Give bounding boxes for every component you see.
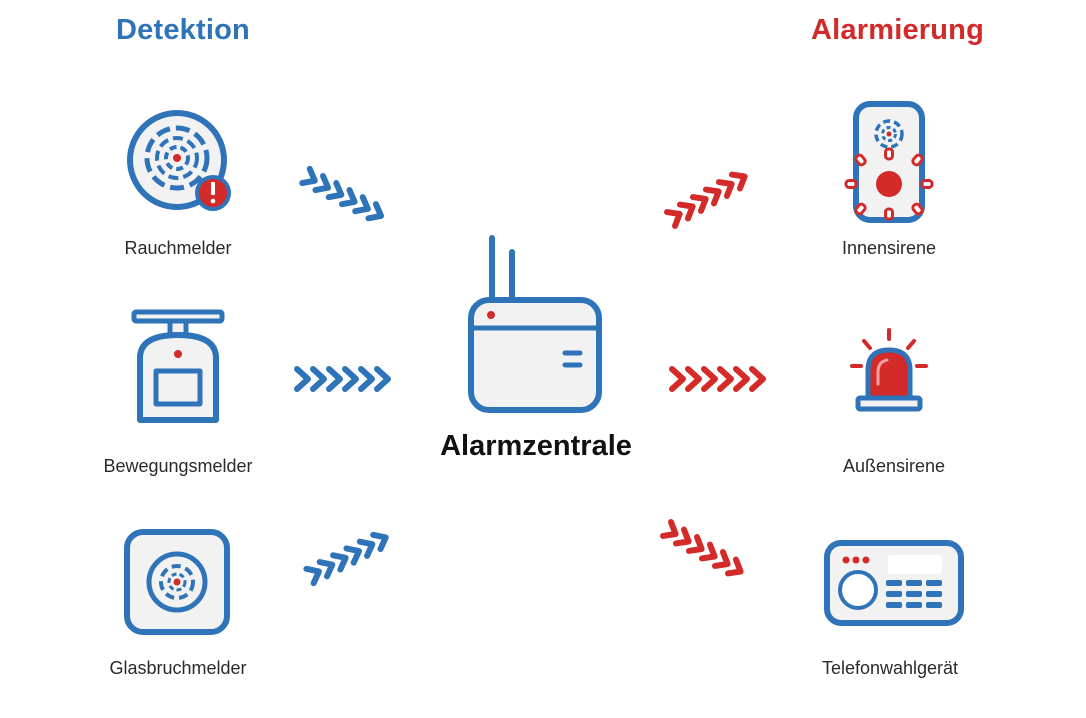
detector-label-smoke: Rauchmelder [124,238,232,258]
smoke-detector-icon [127,110,231,211]
arrow-center-to-outdoor-siren [669,366,766,392]
center-label: Alarmzentrale [440,430,632,462]
alarm-panel-icon [468,235,602,413]
arrow-smoke-to-center [299,165,385,222]
arrow-motion-to-center [294,366,391,392]
glass-break-detector-icon [124,529,230,635]
arrow-center-to-indoor-siren [664,171,748,229]
alarm-label-indoor: Innensirene [841,238,937,258]
arrow-glass-to-center [303,531,389,587]
detector-label-motion: Bewegungsmelder [103,456,253,476]
detection-heading: Detektion [116,14,250,46]
alarm-label-dialer: Telefonwahlgerät [821,658,959,678]
motion-detector-icon [131,309,225,423]
indoor-siren-icon [844,101,934,223]
alarm-label-outdoor: Außensirene [842,456,946,476]
phone-dialer-icon [824,540,964,626]
detector-label-glass: Glasbruchmelder [109,658,247,678]
outdoor-siren-icon [850,328,928,412]
arrow-center-to-phone-dialer [660,519,744,577]
alarming-heading: Alarmierung [811,14,985,46]
